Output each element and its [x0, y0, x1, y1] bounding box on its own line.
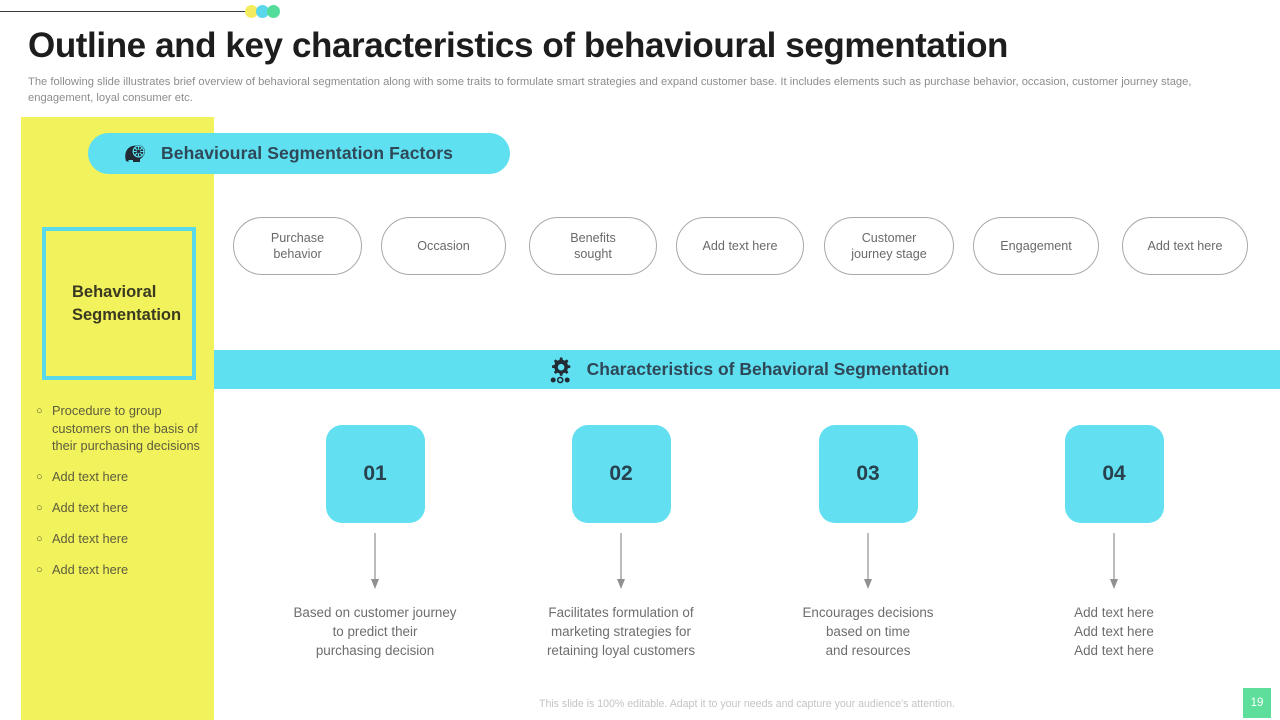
factors-banner-label: Behavioural Segmentation Factors	[161, 143, 454, 163]
characteristic-card-03[interactable]: 03 Encourages decisions based on time an…	[745, 415, 991, 660]
seg-box-line1: Behavioral	[72, 282, 157, 301]
factor-pill-label: Add text here	[1147, 239, 1223, 253]
cyan-dot	[256, 5, 269, 18]
page-number-badge: 19	[1243, 688, 1271, 718]
seg-box-line2: Segmentation	[72, 305, 182, 324]
down-arrow-icon	[371, 533, 379, 589]
list-item-label: Add text here	[52, 468, 129, 484]
factor-pill-label: Add text here	[702, 239, 778, 253]
factor-pill-add-text-1[interactable]: Add text here	[676, 217, 804, 275]
page-title: Outline and key characteristics of behav…	[28, 26, 1009, 65]
list-item: ○ Add text here	[36, 530, 211, 548]
list-item-label: Add text here	[52, 530, 129, 546]
characteristics-banner: Characteristics of Behavioral Segmentati…	[214, 350, 1280, 389]
bullet-circle-icon: ○	[36, 563, 43, 576]
footer-note: This slide is 100% editable. Adapt it to…	[538, 698, 956, 710]
factor-pill-label: Engagement	[1000, 239, 1072, 253]
list-item-label: Add text here	[52, 499, 129, 515]
factor-pill-add-text-2[interactable]: Add text here	[1122, 217, 1248, 275]
characteristics-banner-label: Characteristics of Behavioral Segmentati…	[586, 359, 950, 379]
down-arrow-icon	[864, 533, 872, 589]
bullet-circle-icon: ○	[36, 405, 43, 417]
card-number-badge: 03	[818, 425, 918, 523]
characteristic-card-02[interactable]: 02 Facilitates formulation of marketing …	[498, 415, 744, 660]
list-item-label: Procedure to group customers on the basi…	[52, 403, 200, 454]
card-number-label: 02	[609, 462, 633, 485]
behavioral-segmentation-label: Behavioral Segmentation	[72, 281, 181, 327]
card-description: Based on customer journey to predict the…	[293, 605, 457, 658]
characteristics-cards-area: 01 Based on customer journey to predict …	[214, 415, 1280, 685]
list-item-label: Add text here	[52, 561, 129, 577]
down-arrow-icon	[1110, 533, 1118, 589]
card-number-label: 04	[1102, 462, 1126, 485]
bullet-circle-icon: ○	[36, 532, 43, 545]
list-item: ○ Add text here	[36, 499, 211, 517]
factor-pill-label: Occasion	[417, 239, 470, 253]
list-item: ○ Procedure to group customers on the ba…	[36, 402, 211, 455]
sidebar-bullet-list: ○ Procedure to group customers on the ba…	[36, 402, 211, 592]
down-arrow-icon	[617, 533, 625, 589]
card-number-label: 01	[363, 462, 387, 485]
card-description: Encourages decisions based on time and r…	[802, 605, 934, 658]
characteristic-card-04[interactable]: 04 Add text here Add text here Add text …	[991, 415, 1237, 660]
card-number-badge: 01	[325, 425, 425, 523]
sidebar-panel	[21, 117, 214, 720]
yellow-dot	[245, 5, 258, 18]
top-decorative-bar	[0, 0, 1280, 24]
gear-dots-icon	[550, 357, 570, 383]
card-description: Add text here Add text here Add text her…	[1074, 605, 1154, 658]
card-number-label: 03	[856, 462, 880, 485]
card-number-badge: 02	[571, 425, 671, 523]
card-number-badge: 04	[1064, 425, 1164, 523]
list-item: ○ Add text here	[36, 468, 211, 486]
head-brain-icon	[125, 144, 145, 162]
green-dot	[267, 5, 280, 18]
factor-pill-engagement[interactable]: Engagement	[973, 217, 1099, 275]
behavioural-segmentation-factors-banner: Behavioural Segmentation Factors	[88, 133, 510, 174]
card-description: Facilitates formulation of marketing str…	[546, 605, 696, 658]
behavioral-segmentation-box: Behavioral Segmentation	[42, 227, 196, 380]
factor-pill-occasion[interactable]: Occasion	[381, 217, 506, 275]
bullet-circle-icon: ○	[36, 501, 43, 514]
bullet-circle-icon: ○	[36, 470, 43, 483]
characteristic-card-01[interactable]: 01 Based on customer journey to predict …	[252, 415, 498, 660]
page-subtitle: The following slide illustrates brief ov…	[28, 76, 1192, 104]
list-item: ○ Add text here	[36, 561, 211, 579]
top-rule-line	[0, 11, 248, 12]
